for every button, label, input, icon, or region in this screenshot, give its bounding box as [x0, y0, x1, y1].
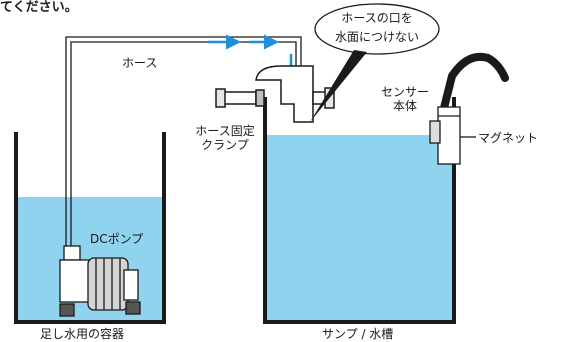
right-container-label: サンプ / 水槽	[322, 327, 394, 341]
callout-bubble	[314, 3, 440, 55]
hose-label: ホース	[122, 56, 158, 70]
callout-pointer	[310, 50, 367, 122]
top-text-fragment: てください。	[0, 0, 78, 15]
sensor-cable	[440, 52, 509, 112]
callout-text: ホースの口を 水面につけない	[334, 11, 419, 44]
sensor-label: センサー 本体	[380, 85, 429, 113]
magnet-label: マグネット	[478, 131, 539, 145]
sensor-body	[429, 106, 476, 165]
right-container-outline	[263, 97, 456, 324]
dc-pump-label: DCポンプ	[90, 232, 144, 246]
left-container-label: 足し水用の容器	[40, 327, 125, 341]
dc-pump	[59, 245, 141, 317]
clamp-label: ホース固定 クランプ	[195, 124, 255, 152]
right-container-water	[265, 135, 454, 321]
left-container-outline	[14, 132, 166, 324]
